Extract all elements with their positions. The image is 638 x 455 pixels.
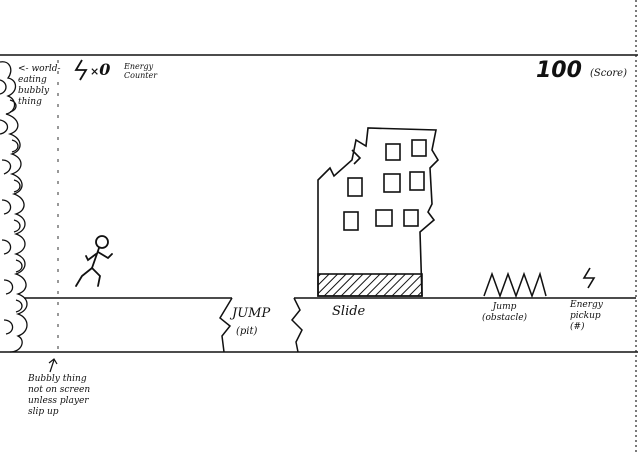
score-label: (Score) (590, 68, 627, 79)
hud-energy-bolt-icon (76, 60, 86, 80)
pickup-label: Energy pickup (#) (570, 300, 603, 333)
energy-multiplier: × (90, 65, 99, 78)
energy-counter-label: Energy Counter (124, 62, 157, 80)
spikes-label: Jump (obstacle) (482, 302, 527, 324)
pit-label-pit: (pit) (236, 326, 257, 337)
blob-note: Bubbly thing not on screen unless player… (28, 374, 90, 418)
slide-building-obstacle (318, 128, 438, 296)
blob-label: <- world- eating bubbly thing (18, 64, 61, 108)
spike-obstacle (484, 274, 546, 296)
player-stick-figure (76, 236, 112, 286)
energy-count-value: 0 (99, 60, 110, 79)
pit-label-jump: JUMP (232, 306, 270, 321)
slide-label: Slide (332, 304, 365, 319)
energy-pickup-bolt-icon (584, 268, 594, 288)
blob-note-arrow (49, 359, 57, 372)
score-value: 100 (536, 58, 582, 83)
energy-counter: ×0 (90, 60, 110, 79)
